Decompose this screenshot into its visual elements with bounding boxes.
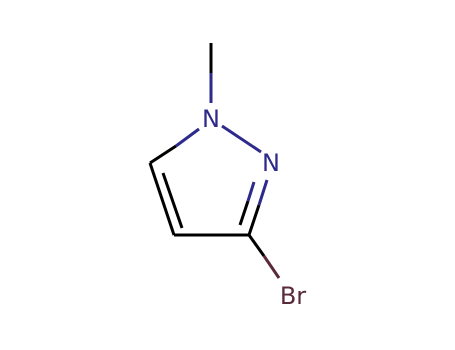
bond-n1-c5-nitrogen-half <box>175 127 200 148</box>
atom-label-n1: N <box>202 105 220 133</box>
bond-c3-n2-inner-nitrogen-half <box>246 181 256 202</box>
bond-c3-br-carbon-half <box>247 234 266 257</box>
bond-c3-n2-outer-nitrogen-half <box>257 179 269 206</box>
atom-label-n2: N <box>262 149 280 177</box>
bond-c3-n2-inner-carbon-half <box>238 200 250 226</box>
bond-c3-br-bromine-half <box>262 255 281 279</box>
bond-c3-n2-outer-carbon-half <box>247 204 261 236</box>
bond-n1-c5-carbon-half <box>149 144 177 165</box>
bond-c5-c4-outer <box>148 162 176 236</box>
bonds <box>148 43 281 279</box>
atom-labels: N N Br <box>202 105 306 310</box>
atom-label-br: Br <box>280 282 306 310</box>
bond-c5-c4-inner <box>161 172 184 229</box>
bond-n1-n2 <box>221 124 262 154</box>
